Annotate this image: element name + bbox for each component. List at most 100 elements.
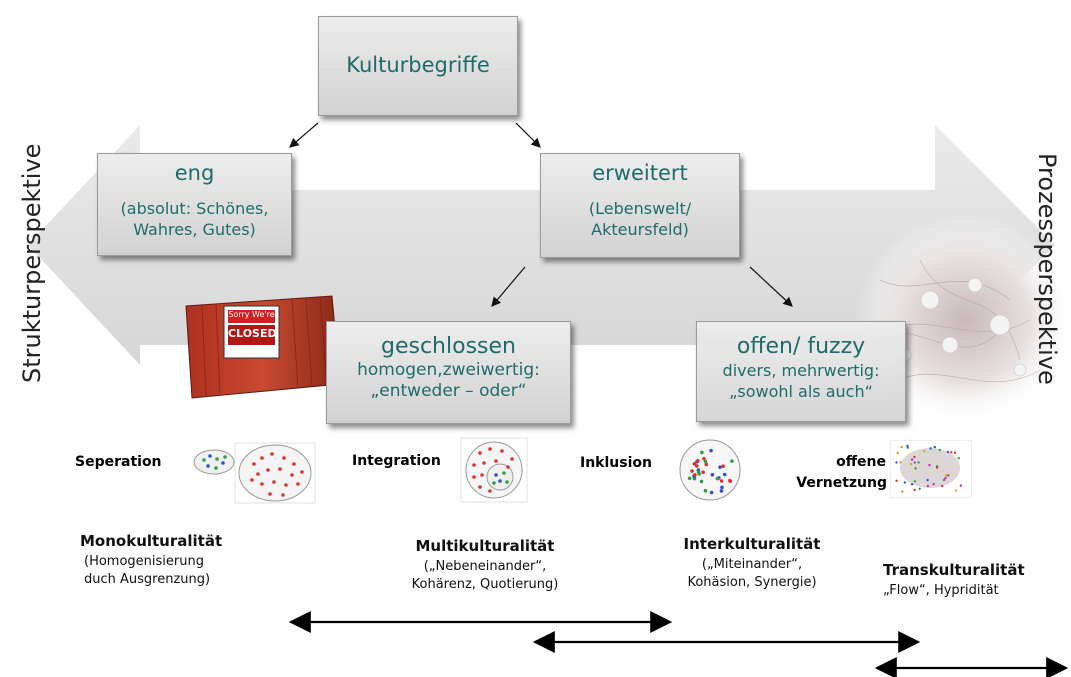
inklusion-dot (721, 464, 725, 468)
inklusion-dot (696, 470, 701, 474)
inklusion-dot (702, 456, 706, 461)
concept-multi-title: Multikulturalität (415, 537, 555, 555)
concept-multikulturalitaet: Multikulturalität („Nebeneinander“, Kohä… (385, 537, 585, 594)
concept-transkulturalitaet: Transkulturalität „Flow“, Hypridität (883, 561, 1063, 600)
inklusion-dot (692, 461, 697, 466)
node-offen-line1: divers, mehrwertig: (722, 361, 880, 380)
network-dot (953, 451, 957, 454)
concept-inter-title: Interkulturalität (683, 535, 821, 553)
network-dot (932, 483, 935, 486)
inklusion-dot (715, 476, 720, 481)
node-geschlossen-title: geschlossen (381, 334, 516, 359)
inklusion-dot (722, 472, 727, 477)
network-dot (946, 450, 950, 454)
model-label-offene-line2: Vernetzung (796, 475, 887, 491)
concept-monokulturalitaet: Monokulturalität (Homogenisierung duch A… (80, 532, 260, 589)
network-dot (913, 461, 916, 464)
model-label-integration: Integration (352, 453, 441, 469)
offene-vernetzung-diagram (890, 440, 972, 498)
network-dot (944, 476, 947, 480)
network-dot (910, 458, 914, 461)
network-dot (944, 474, 948, 477)
network-dot (900, 445, 903, 449)
network-dot (959, 484, 963, 487)
network-dot (913, 488, 916, 492)
inklusion-dot (709, 490, 714, 495)
inklusion-dot (719, 479, 724, 483)
closed-sign-line1: Sorry We're (228, 310, 275, 319)
network-dot (903, 481, 906, 484)
inklusion-dot (690, 469, 694, 473)
inklusion-dot (687, 476, 692, 481)
network-dot (910, 483, 914, 486)
network-dot (899, 461, 902, 464)
node-erweitert-line1: (Lebenswelt/ (588, 199, 692, 218)
network-dot (926, 484, 930, 488)
model-label-offene-line1: offene (836, 454, 886, 470)
network-dot (923, 449, 926, 453)
network-dot (926, 478, 929, 482)
inklusion-dot (703, 459, 708, 464)
network-dot (938, 448, 941, 452)
network-dot (917, 461, 920, 464)
concept-mono-title: Monokulturalität (80, 532, 223, 550)
network-dot (918, 487, 921, 490)
network-dot (947, 474, 950, 477)
network-dot (928, 463, 931, 467)
closed-sign-line2: CLOSED (228, 327, 277, 340)
network-dot (933, 445, 937, 449)
model-label-seperation: Seperation (75, 454, 162, 470)
network-dot (901, 490, 904, 493)
shipping-container-image (185, 295, 341, 399)
node-eng-line1: (absolut: Schönes, (120, 199, 269, 218)
concept-mono-line1: (Homogenisierung (84, 554, 204, 569)
root-node-title: Kulturbegriffe (346, 53, 490, 77)
inklusion-dot (728, 479, 733, 483)
node-erweitert: erweitert (Lebenswelt/ Akteursfeld) (540, 153, 740, 258)
node-geschlossen-line1: homogen,zweiwertig: (357, 360, 540, 380)
node-erweitert-line2: Akteursfeld) (591, 220, 689, 239)
inklusion-dot (710, 473, 715, 477)
network-dot (950, 451, 953, 454)
network-dot (909, 462, 913, 466)
model-label-inklusion: Inklusion (580, 455, 652, 471)
network-dot (895, 479, 898, 482)
network-dot (914, 467, 917, 470)
integration-diagram (460, 437, 528, 503)
inklusion-dot (699, 479, 704, 484)
network-dot (895, 461, 898, 464)
network-dot (913, 480, 917, 483)
concept-inter-line1: („Miteinander“, (701, 557, 803, 572)
inklusion-dot (719, 489, 724, 493)
concept-inter-line2: Kohäsion, Synergie) (687, 575, 817, 590)
node-offen-title: offen/ fuzzy (736, 334, 866, 359)
inklusion-dot (718, 465, 722, 469)
concept-multi-line2: Kohärenz, Quotierung) (411, 577, 559, 592)
network-dot (929, 447, 932, 450)
inklusion-diagram (679, 439, 741, 501)
inklusion-dot (720, 485, 724, 490)
node-eng-title: eng (174, 161, 215, 185)
concept-interkulturalitaet: Interkulturalität („Miteinander“, Kohäsi… (662, 535, 842, 592)
network-dot (906, 444, 909, 448)
inklusion-dot (700, 450, 704, 455)
network-dot (935, 466, 939, 469)
node-eng: eng (absolut: Schönes, Wahres, Gutes) (97, 153, 292, 256)
network-dot (941, 484, 944, 488)
inklusion-dot (709, 448, 713, 453)
root-node-kulturbegriffe: Kulturbegriffe (318, 16, 518, 116)
inklusion-dot (704, 462, 709, 467)
concept-multi-line1: („Nebeneinander“, (423, 559, 547, 574)
inklusion-dot (703, 488, 708, 493)
network-dot (942, 478, 946, 482)
node-geschlossen: geschlossen homogen,zweiwertig: „entwede… (326, 321, 571, 424)
inklusion-dot (693, 473, 697, 477)
network-dot (957, 456, 960, 460)
inklusion-dot (696, 459, 700, 463)
concept-trans-title: Transkulturalität (883, 561, 1025, 579)
concept-trans-line1: „Flow“, Hypridität (883, 583, 999, 598)
node-offen-fuzzy: offen/ fuzzy divers, mehrwertig: „sowohl… (696, 321, 906, 422)
network-dot (954, 489, 958, 492)
